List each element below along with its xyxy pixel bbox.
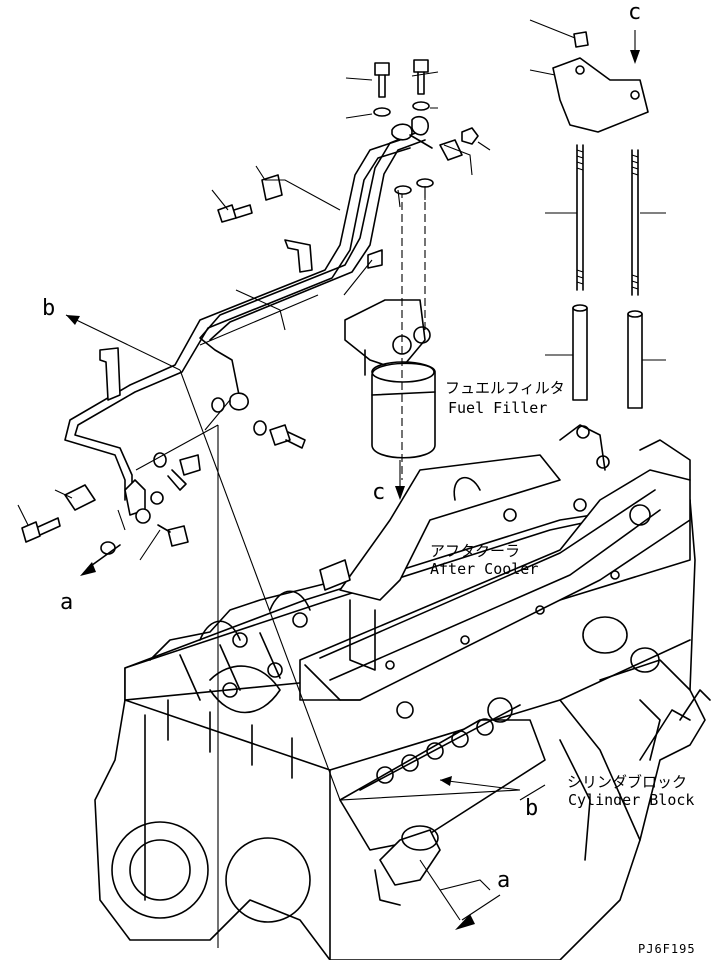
ref-b-left: b <box>42 296 56 321</box>
injection-pump-drawing <box>339 697 546 906</box>
ref-c-top: c <box>628 0 642 25</box>
fuel-filter-label-en: Fuel Filler <box>448 399 548 417</box>
cylinder-block-label-en: Cylinder Block <box>568 791 695 809</box>
after-cooler-drawing <box>299 424 691 701</box>
cylinder-block-label-jp: シリンダブロック <box>567 773 688 791</box>
ref-a-right: a <box>497 868 511 893</box>
fuel-filter-drawing <box>344 190 436 480</box>
after-cooler-label-jp: アフタクーラ <box>430 542 521 560</box>
ref-a-left: a <box>60 590 74 615</box>
leader-lines <box>17 19 666 948</box>
fuel-filter-label-jp: フュエルフィルタ <box>445 379 565 397</box>
ref-c-mid: c <box>372 480 386 505</box>
after-cooler-label-en: After Cooler <box>430 560 539 578</box>
cylinder-block-drawing <box>94 499 711 961</box>
hardware-drawing <box>21 31 649 555</box>
cylinder-head-drawing <box>124 499 691 714</box>
ref-b-right: b <box>525 796 539 821</box>
fuel-pipes-drawing <box>64 115 433 516</box>
drawing-code: PJ6F195 <box>638 942 696 956</box>
